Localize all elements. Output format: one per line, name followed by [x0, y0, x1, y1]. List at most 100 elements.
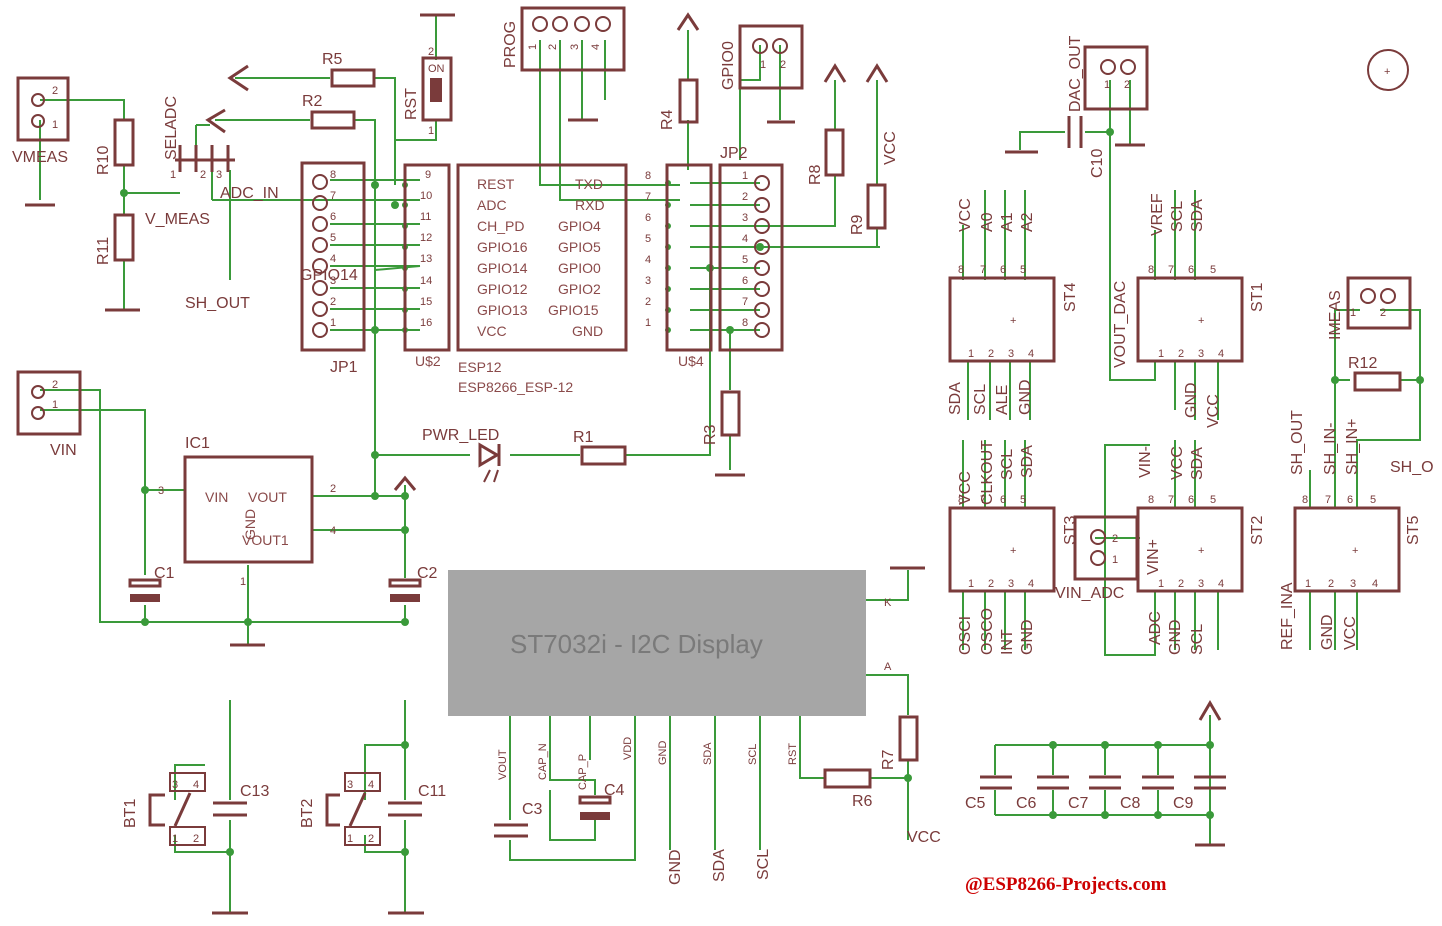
- svg-text:1: 1: [1112, 554, 1118, 566]
- svg-text:1: 1: [527, 44, 539, 50]
- svg-text:GND: GND: [667, 849, 684, 885]
- capacitor-c1: C1: [128, 565, 175, 602]
- svg-text:SDA: SDA: [1189, 199, 1206, 232]
- svg-text:JP1: JP1: [330, 359, 358, 376]
- svg-text:SDA: SDA: [711, 849, 728, 882]
- svg-text:R4: R4: [659, 109, 676, 130]
- svg-text:11: 11: [420, 211, 431, 223]
- svg-text:GPIO4: GPIO4: [558, 218, 601, 234]
- svg-text:VCC: VCC: [477, 323, 507, 339]
- svg-text:VDD: VDD: [622, 737, 634, 760]
- svg-text:BT2: BT2: [299, 799, 316, 828]
- svg-text:2: 2: [547, 44, 559, 50]
- svg-text:3: 3: [645, 275, 651, 287]
- svg-text:C13: C13: [240, 783, 269, 800]
- svg-text:SH_O: SH_O: [1390, 459, 1434, 476]
- svg-text:SDA: SDA: [1019, 445, 1036, 478]
- svg-text:1: 1: [428, 125, 434, 137]
- svg-text:1: 1: [347, 833, 353, 845]
- svg-text:ADC_IN: ADC_IN: [220, 185, 279, 202]
- svg-text:OSCO: OSCO: [979, 608, 996, 655]
- svg-text:5: 5: [1210, 264, 1216, 276]
- svg-text:SCL: SCL: [1189, 624, 1206, 655]
- svg-text:8: 8: [742, 317, 748, 329]
- svg-text:R5: R5: [322, 51, 343, 68]
- svg-text:SDA: SDA: [1189, 447, 1206, 480]
- svg-text:3: 3: [347, 779, 353, 791]
- svg-text:2: 2: [428, 46, 434, 58]
- svg-text:CLKOUT: CLKOUT: [979, 440, 996, 505]
- svg-text:ADC: ADC: [477, 197, 507, 213]
- svg-text:5: 5: [1020, 494, 1026, 506]
- svg-text:4: 4: [590, 44, 602, 50]
- svg-text:C8: C8: [1120, 795, 1141, 812]
- vmeas-label: VMEAS: [12, 149, 68, 166]
- svg-text:2: 2: [52, 85, 58, 97]
- jp1-pins: [312, 174, 328, 338]
- svg-text:OSCI: OSCI: [957, 616, 974, 655]
- svg-text:CAP_N: CAP_N: [537, 743, 549, 780]
- svg-text:7: 7: [1325, 494, 1331, 506]
- svg-text:1: 1: [1158, 348, 1164, 360]
- svg-text:+: +: [1198, 315, 1204, 327]
- svg-text:4: 4: [193, 779, 199, 791]
- svg-text:7: 7: [742, 296, 748, 308]
- svg-text:GPIO15: GPIO15: [548, 302, 599, 318]
- svg-text:3: 3: [569, 44, 581, 50]
- capacitor-c10: C10: [1005, 116, 1106, 178]
- svg-text:+: +: [1384, 66, 1390, 78]
- resistor-r10: R10: [95, 118, 135, 175]
- svg-text:VOUT_DAC: VOUT_DAC: [1112, 281, 1129, 368]
- svg-text:3: 3: [1008, 348, 1014, 360]
- svg-text:4: 4: [742, 233, 748, 245]
- svg-text:C2: C2: [417, 565, 438, 582]
- bottom-gnd-sda-scl: GND SDA SCL: [667, 849, 772, 885]
- svg-text:8: 8: [645, 170, 651, 182]
- svg-text:3: 3: [1198, 578, 1204, 590]
- svg-text:1: 1: [170, 169, 176, 181]
- svg-text:R1: R1: [573, 429, 594, 446]
- svg-text:R2: R2: [302, 93, 323, 110]
- resistor-r3: R3: [702, 390, 745, 477]
- svg-text:VCC: VCC: [1342, 616, 1359, 650]
- svg-text:5: 5: [1210, 494, 1216, 506]
- svg-text:1: 1: [968, 348, 974, 360]
- svg-text:12: 12: [420, 232, 432, 244]
- watermark: @ESP8266-Projects.com: [965, 874, 1167, 895]
- svg-text:ST5: ST5: [1405, 516, 1422, 545]
- svg-text:A1: A1: [999, 212, 1016, 232]
- svg-text:C5: C5: [965, 795, 986, 812]
- resistor-r11: R11: [95, 213, 140, 312]
- svg-text:GND: GND: [1167, 619, 1184, 655]
- svg-text:2: 2: [742, 191, 748, 203]
- svg-text:VOUT: VOUT: [248, 489, 287, 505]
- svg-text:R3: R3: [702, 424, 719, 445]
- svg-text:IC1: IC1: [185, 435, 210, 452]
- svg-text:2: 2: [368, 833, 374, 845]
- svg-text:8: 8: [1148, 264, 1154, 276]
- svg-text:A0: A0: [979, 212, 996, 232]
- svg-text:GND: GND: [1319, 614, 1336, 650]
- svg-text:+: +: [1352, 545, 1358, 557]
- svg-text:DAC_OUT: DAC_OUT: [1067, 35, 1084, 112]
- svg-text:SCL: SCL: [755, 849, 772, 880]
- svg-text:1: 1: [968, 578, 974, 590]
- svg-text:7: 7: [1168, 494, 1174, 506]
- svg-text:6: 6: [742, 275, 748, 287]
- svg-text:2: 2: [1124, 79, 1130, 91]
- capacitor-c11: C11: [388, 783, 446, 915]
- svg-text:ST4: ST4: [1062, 283, 1079, 312]
- svg-text:A2: A2: [1019, 212, 1036, 232]
- svg-text:5: 5: [1370, 494, 1376, 506]
- jp2-header: 12 34 56 78 JP2: [718, 145, 784, 352]
- svg-text:JP2: JP2: [720, 145, 748, 162]
- svg-text:4: 4: [1218, 348, 1224, 360]
- resistor-r5: R5: [227, 51, 376, 92]
- svg-text:R9: R9: [849, 214, 866, 235]
